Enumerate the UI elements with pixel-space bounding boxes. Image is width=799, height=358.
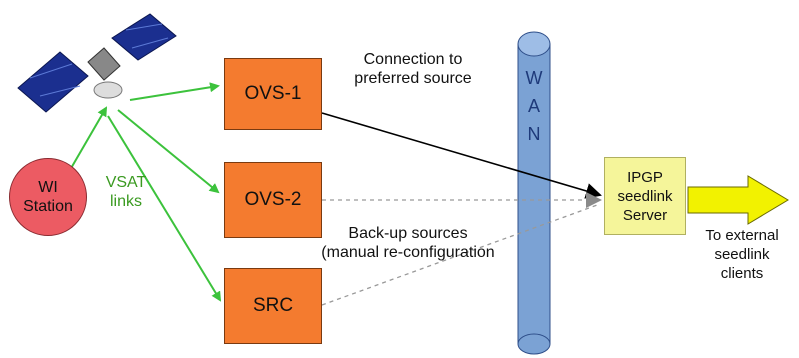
wan-cylinder: [517, 31, 551, 355]
wi-station: WI Station: [9, 158, 87, 236]
wan-letter-a: A: [527, 96, 540, 116]
external-output-arrow: [687, 175, 789, 225]
satellite-icon: [17, 13, 177, 113]
preferred-connection-arrow: [321, 112, 602, 199]
backup-connection-lines: [321, 192, 602, 306]
ovs-1-box: OVS-1: [224, 58, 322, 130]
ovs-2-box: OVS-2: [224, 162, 322, 238]
external-clients-label: To external seedlink clients: [705, 227, 779, 282]
src-box: SRC: [224, 268, 322, 344]
station-label-line2: Station: [23, 198, 73, 215]
wan-letter-w: W: [525, 68, 543, 88]
station-label-line1: WI: [38, 179, 58, 196]
backup-sources-label: Back-up sources (manual re-configuration: [321, 225, 495, 261]
ipgp-seedlink-server: IPGP seedlink Server: [604, 157, 686, 235]
wan-letter-n: N: [527, 124, 541, 144]
connection-label: Connection to preferred source: [354, 51, 472, 87]
vsat-links: [69, 82, 222, 302]
vsat-links-label: VSAT links: [105, 174, 147, 210]
